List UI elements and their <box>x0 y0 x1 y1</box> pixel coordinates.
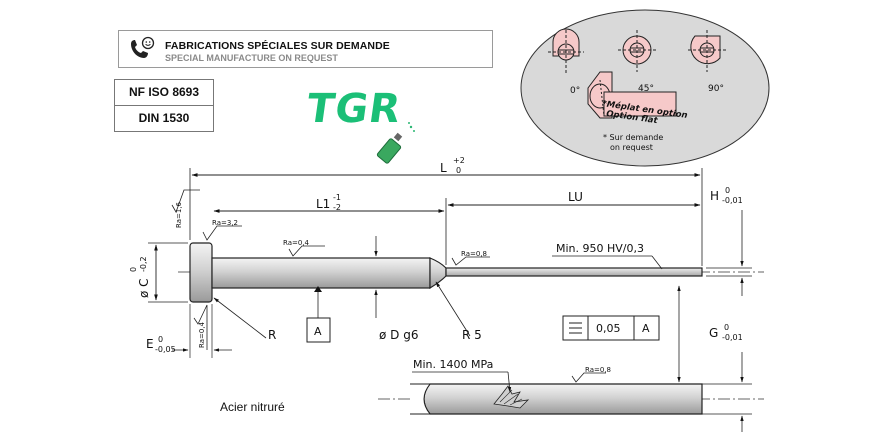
dim-G-tol-lower: -0,01 <box>722 333 743 342</box>
standard-din: DIN 1530 <box>138 111 190 125</box>
option-flat-head-sketch <box>587 71 677 119</box>
orientation-options-panel: 0° 45° 90° *Méplat en option Option flat… <box>520 9 770 167</box>
ra-pin: Ra=0,8 <box>461 250 487 258</box>
fracture-hatch-mark <box>493 385 530 409</box>
dim-L-tol-upper: +2 <box>453 156 465 165</box>
tolerance-datum: A <box>642 322 650 335</box>
special-manufacture-banner: FABRICATIONS SPÉCIALES SUR DEMANDE SPECI… <box>118 30 493 68</box>
dim-L-tol-lower: 0 <box>456 166 461 175</box>
spray-can-icon <box>376 122 415 164</box>
dim-H-tol-lower: -0,01 <box>722 196 743 205</box>
orientation-45-icon <box>618 30 656 72</box>
dim-C-tol-lower: -0,2 <box>139 256 148 272</box>
phone-smiley-icon <box>131 36 155 58</box>
dim-L1-tol-upper: -1 <box>333 193 341 202</box>
ra-head-top: Ra=1,6 <box>175 201 183 228</box>
pin-transition <box>429 257 447 290</box>
dim-H-label: H <box>710 189 719 203</box>
dim-H-tol-upper: 0 <box>725 186 730 195</box>
pin-shank <box>211 257 431 289</box>
pin-head <box>189 242 213 303</box>
dim-E-tol-upper: 0 <box>158 335 163 344</box>
dim-R-label: R <box>268 328 276 342</box>
dim-D-label: ø D g6 <box>379 328 418 342</box>
dim-E-label: E <box>146 337 154 351</box>
strength-label: Min. 1400 MPa <box>413 358 493 371</box>
banner-title-fr: FABRICATIONS SPÉCIALES SUR DEMANDE <box>165 40 390 52</box>
request-note-en: on request <box>610 143 653 152</box>
ra-head: Ra=3,2 <box>212 219 238 227</box>
angle-45-label: 45° <box>638 84 654 94</box>
ra-shank: Ra=0,4 <box>283 239 310 247</box>
banner-title-en: SPECIAL MANUFACTURE ON REQUEST <box>165 53 338 63</box>
dim-E-tol-lower: -0,05 <box>155 345 176 354</box>
dim-G-tol-upper: 0 <box>724 323 729 332</box>
ra-section: Ra=0,8 <box>585 366 611 374</box>
material-note: Acier nitruré <box>220 400 285 414</box>
angle-0-label: 0° <box>570 86 580 96</box>
dim-G-label: G <box>709 326 718 340</box>
dim-L-label: L <box>440 161 447 175</box>
dim-R5-label: R 5 <box>462 328 482 342</box>
request-note-fr: * Sur demande <box>603 133 663 142</box>
datum-A-label: A <box>314 325 322 338</box>
section-rod <box>423 383 703 415</box>
ra-head-face: Ra=0,4 <box>198 321 206 348</box>
standards-table: NF ISO 8693 DIN 1530 <box>114 79 214 132</box>
orientation-0-icon <box>548 28 584 74</box>
tolerance-frame: 0,05 A <box>562 315 660 341</box>
orientation-90-icon <box>688 30 726 72</box>
dim-LU-label: LU <box>568 190 583 204</box>
hardness-label: Min. 950 HV/0,3 <box>556 242 644 255</box>
angle-90-label: 90° <box>708 84 724 94</box>
datum-A-box <box>306 317 331 343</box>
tolerance-value: 0,05 <box>596 322 621 335</box>
pin-tip <box>445 267 703 277</box>
dim-C-label: ø C <box>137 278 151 298</box>
dim-C-tol-upper: 0 <box>129 267 138 272</box>
dim-L1-label: L1 <box>316 197 330 211</box>
dim-L1-tol-lower: -2 <box>333 203 341 212</box>
standard-nf-iso: NF ISO 8693 <box>115 80 213 106</box>
